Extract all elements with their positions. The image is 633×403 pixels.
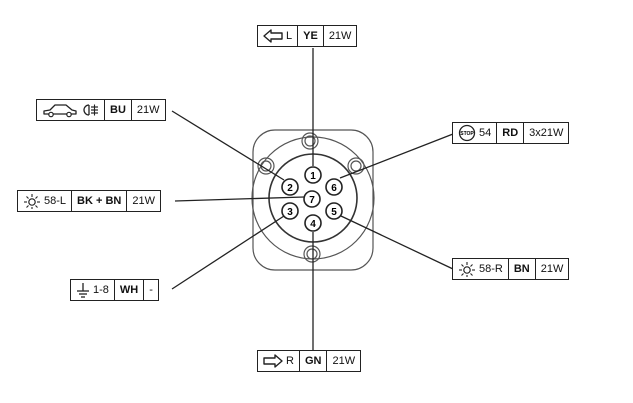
tail-light-icon	[24, 194, 40, 209]
wire-pin-2	[171, 110, 285, 181]
pin-3-number: 3	[287, 207, 293, 218]
tail-light-icon	[459, 262, 475, 277]
wires	[171, 48, 454, 350]
mount-hole-right-inner	[350, 160, 362, 172]
pin-1: 1	[304, 166, 322, 184]
pin-7-circle	[303, 190, 321, 208]
right-turn-arrow-icon	[263, 354, 283, 368]
pin-7-function: 58-L	[44, 195, 67, 207]
mount-hole-top-inner	[304, 135, 316, 147]
pin-7-function-cell: 58-L	[18, 191, 73, 211]
pin-5-power: 21W	[540, 263, 564, 275]
pin-1-number: 1	[310, 171, 316, 182]
pin-5-label: 58-R BN 21W	[452, 258, 570, 280]
pin-6-function: 54	[479, 127, 492, 139]
pin-6-circle	[325, 178, 343, 196]
pin-3-function-cell: 1-8	[71, 280, 115, 300]
pins: 1 2 3 4 5 6 7	[281, 166, 343, 232]
pin-1-wire-color: YE	[298, 26, 324, 46]
left-turn-arrow-icon	[263, 29, 283, 43]
mount-hole-bottom-inner	[306, 248, 318, 260]
pin-5-function-cell: 58-R	[453, 259, 509, 279]
pin-3-function: 1-8	[93, 284, 109, 296]
pin-4-wire-color: GN	[300, 351, 328, 371]
pin-6: 6	[325, 178, 343, 196]
mount-hole-left	[257, 157, 275, 175]
pin-4-function: R	[286, 355, 294, 367]
pin-3-label: 1-8 WH -	[70, 279, 159, 301]
stop-light-icon: STOP	[458, 124, 476, 142]
pin-6-label: STOP 54 RD 3x21W	[452, 122, 570, 144]
pin-4-circle	[304, 214, 322, 232]
pin-7: 7	[303, 190, 321, 208]
mount-hole-top	[301, 132, 319, 150]
pin-2-circle	[281, 178, 299, 196]
pin-5-function: 58-R	[479, 263, 503, 275]
pin-7-wire-color: BK + BN	[72, 191, 128, 211]
pin-2: 2	[281, 178, 299, 196]
wire-pin-7	[174, 196, 305, 202]
pin-1-circle	[304, 166, 322, 184]
pin-7-label: 58-L BK + BN 21W	[17, 190, 161, 212]
stop-badge-text: STOP	[460, 131, 474, 137]
pin-3-power: -	[149, 284, 153, 296]
car-icon	[43, 104, 77, 118]
pin-1-function-cell: L	[258, 26, 299, 46]
pin-1-label: L YE 21W	[257, 25, 358, 47]
pin-2-number: 2	[287, 183, 293, 194]
pin-7-number: 7	[309, 195, 315, 206]
pin-7-power: 21W	[132, 195, 155, 207]
pin-3-circle	[281, 202, 299, 220]
pin-5-number: 5	[331, 207, 337, 218]
pin-2-label: BU 21W	[36, 99, 166, 121]
pin-4-function-cell: R	[258, 351, 300, 371]
pin-6-number: 6	[331, 183, 337, 194]
pin-6-function-cell: STOP 54	[453, 123, 498, 143]
mount-hole-right	[347, 157, 365, 175]
pin-3: 3	[281, 202, 299, 220]
mount-hole-bottom	[303, 245, 321, 263]
pin-1-power: 21W	[328, 30, 352, 42]
wire-pin-5	[340, 215, 454, 270]
pin-1-function: L	[286, 30, 293, 42]
ground-icon	[77, 283, 89, 298]
pin-5: 5	[325, 202, 343, 220]
pin-2-function-cell	[37, 100, 105, 120]
pin-3-wire-color: WH	[115, 280, 145, 300]
pin-6-power: 3x21W	[529, 127, 564, 139]
pin-4-label: R GN 21W	[257, 350, 362, 372]
pin-4: 4	[304, 214, 322, 232]
wire-pin-3	[171, 215, 285, 290]
pin-4-number: 4	[310, 219, 316, 230]
pin-5-circle	[325, 202, 343, 220]
pin-5-wire-color: BN	[509, 259, 536, 279]
wire-pin-6	[339, 133, 454, 179]
pin-4-power: 21W	[332, 355, 356, 367]
pin-6-wire-color: RD	[497, 123, 525, 143]
pin-2-power: 21W	[136, 104, 160, 116]
pin-2-wire-color: BU	[105, 100, 132, 120]
rear-fog-light-icon	[83, 104, 98, 116]
